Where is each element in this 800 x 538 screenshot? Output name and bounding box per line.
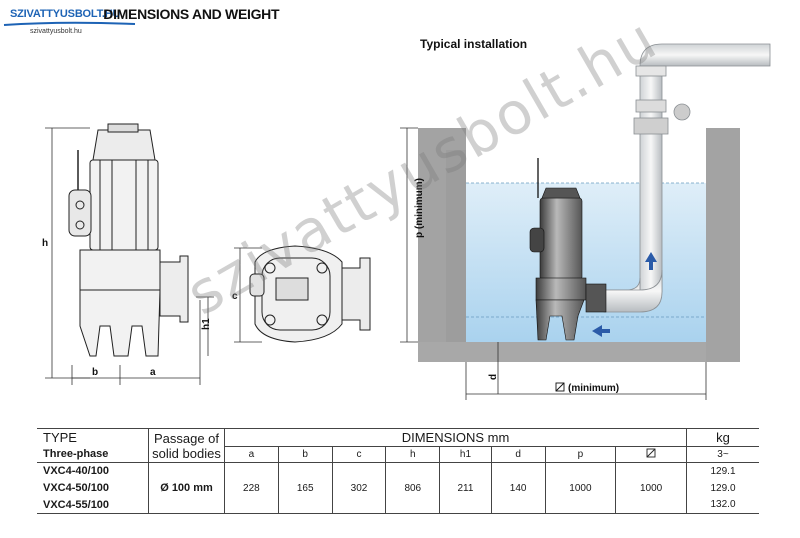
diameter-min-icon: [555, 382, 565, 392]
technical-drawings: h b a h1 c: [42, 43, 771, 400]
dim-label-d: d: [488, 374, 499, 380]
dimension-lines-top: [234, 247, 262, 343]
dim-label-h: h: [42, 238, 48, 249]
row-kg: 129.0: [686, 479, 759, 497]
dimension-lines-left: [45, 127, 214, 385]
diameter-icon: [646, 448, 656, 458]
pump-side-view: [68, 123, 189, 357]
value-b: 165: [277, 462, 333, 514]
table-row: VXC4-50/100 129.0: [37, 479, 759, 497]
row-type: VXC4-55/100: [43, 498, 110, 511]
row-kg: 129.1: [686, 462, 759, 480]
pump-top-view: [249, 245, 371, 343]
row-kg: 132.0: [686, 496, 759, 514]
value-a: 228: [224, 462, 279, 514]
dim-label-p: p (minimum): [414, 178, 425, 238]
kg-header: kg: [686, 428, 759, 447]
kg-subheader: 3~: [686, 446, 759, 463]
dim-label-a: a: [150, 367, 156, 378]
row-type: VXC4-40/100: [43, 465, 110, 478]
passage-value: Ø 100 mm: [148, 462, 225, 514]
row-type: VXC4-50/100: [43, 482, 110, 494]
value-p: 1000: [544, 462, 616, 514]
installation-title: Typical installation: [420, 37, 528, 51]
value-min: 1000: [615, 462, 687, 514]
flow-arrow-icon: [592, 252, 657, 337]
col-min: [615, 446, 687, 463]
col-a: a: [224, 446, 279, 463]
col-d: d: [490, 446, 546, 463]
installation-pit: [418, 128, 740, 362]
dimension-lines-installation: [400, 127, 707, 400]
brand-logo: SZIVATTYUSBOLT.HU szivattyusbolt.hu: [2, 8, 137, 35]
page-title: XXXXXXXDIMENSIONS AND WEIGHT: [103, 6, 280, 22]
dim-label-h1: h1: [201, 318, 212, 330]
col-p: p: [544, 446, 616, 463]
dim-label-b: b: [92, 367, 98, 378]
col-b: b: [277, 446, 333, 463]
col-h1: h1: [439, 446, 492, 463]
value-h: 806: [385, 462, 440, 514]
type-header: TYPE: [43, 430, 77, 446]
dim-label-min: (minimum): [568, 383, 619, 394]
logo-text: SZIVATTYUSBOLT.HU: [10, 8, 121, 20]
value-c: 302: [331, 462, 386, 514]
col-h: h: [385, 446, 440, 463]
logo-swoosh-icon: [3, 21, 136, 26]
col-c: c: [331, 446, 386, 463]
dim-label-c: c: [232, 291, 238, 302]
value-d: 140: [490, 462, 546, 514]
table-row: VXC4-40/100 Ø 100 mm 228 165 302 806 211…: [37, 462, 759, 514]
logo-subtext: szivattyusbolt.hu: [30, 28, 82, 35]
value-h1: 211: [439, 462, 492, 514]
pump-installed: [529, 158, 607, 341]
phase-header: Three-phase: [43, 448, 109, 461]
dimensions-header: DIMENSIONS mm: [224, 428, 687, 447]
discharge-pipe: [603, 43, 771, 313]
